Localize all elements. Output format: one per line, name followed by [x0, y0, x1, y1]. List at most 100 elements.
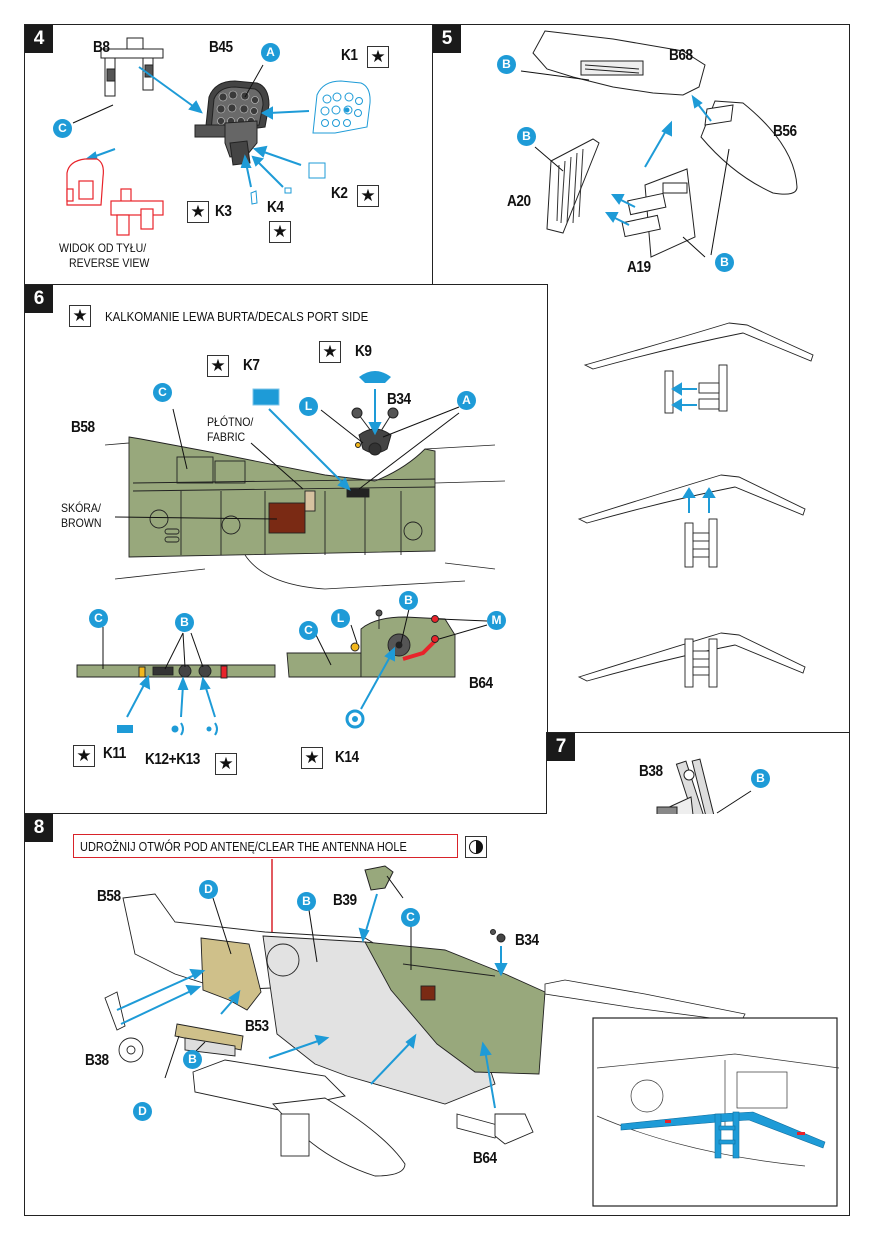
- part-label-b34: B34: [387, 391, 411, 408]
- part-b58-strip: [76, 664, 276, 679]
- decal-star-icon: ★: [301, 747, 323, 769]
- step-number: 4: [25, 25, 53, 53]
- part-label-b39: B39: [333, 892, 357, 909]
- decals-port-side-header: KALKOMANIE LEWA BURTA/DECALS PORT SIDE: [105, 309, 369, 324]
- step-4-panel: 4: [24, 24, 434, 286]
- part-label-b68: B68: [669, 47, 693, 64]
- step-6-panel: 6 ★ KALKOMANIE LEWA BURTA/DECALS PORT SI…: [24, 284, 548, 814]
- callout-b: B: [399, 591, 418, 610]
- leather-pad: [268, 502, 306, 534]
- decal-k14: [345, 709, 365, 729]
- decal-label-k4: K4: [267, 199, 284, 216]
- part-label-b8: B8: [93, 39, 110, 56]
- callout-b: B: [297, 892, 316, 911]
- decal-star-icon: ★: [207, 355, 229, 377]
- part-windshield-floor: [192, 1059, 406, 1177]
- step-number: 7: [547, 733, 575, 761]
- step-8-drawing: [104, 859, 840, 1207]
- decal-label-k11: K11: [103, 745, 126, 762]
- part-label-a19: A19: [627, 259, 651, 276]
- decal-k7: [252, 388, 280, 406]
- part-label-a20: A20: [507, 193, 531, 210]
- callout-b: B: [517, 127, 536, 146]
- part-b8: [100, 37, 164, 97]
- callout-b: B: [175, 613, 194, 632]
- part-a19: [621, 168, 696, 258]
- callout-a: A: [457, 391, 476, 410]
- arrows: [268, 389, 382, 491]
- fabric-note-line1: PŁÓTNO/: [207, 415, 254, 429]
- step-6-drawing: [76, 371, 506, 736]
- decal-k3: [250, 190, 258, 205]
- callout-l: L: [331, 609, 350, 628]
- decal-label-k12-k13: K12+K13: [145, 751, 200, 768]
- callout-m: M: [487, 611, 506, 630]
- decal-k11: [117, 725, 133, 733]
- step-number: 5: [433, 25, 461, 53]
- reverse-view-drawing: [66, 158, 164, 236]
- callout-a: A: [261, 43, 280, 62]
- antenna-hole-warning: UDROŻNIJ OTWÓR POD ANTENĘ/CLEAR THE ANTE…: [73, 834, 459, 858]
- part-label-b64: B64: [469, 675, 493, 692]
- cockpit-rear-panel: [200, 937, 262, 1011]
- decal-k12: [171, 722, 184, 736]
- half-circle-paint-icon: [465, 836, 487, 858]
- part-b58-sidewall: [128, 436, 436, 558]
- part-label-b53: B53: [245, 1018, 269, 1035]
- antenna-hole-warning-text: UDROŻNIJ OTWÓR POD ANTENĘ/CLEAR THE ANTE…: [80, 840, 407, 854]
- part-b34: [490, 929, 506, 943]
- decal-label-k1: K1: [341, 47, 358, 64]
- part-b64: [286, 609, 456, 678]
- arrows-sequence: [671, 382, 716, 513]
- decal-label-k7: K7: [243, 357, 260, 374]
- callout-b: B: [497, 55, 516, 74]
- fabric-part: [304, 490, 316, 512]
- part-label-b38: B38: [639, 763, 663, 780]
- callout-b: B: [183, 1050, 202, 1069]
- decal-star-icon: ★: [73, 745, 95, 767]
- arrows: [605, 94, 712, 226]
- part-c-green-sidewall: [364, 941, 546, 1075]
- part-label-b56: B56: [773, 123, 797, 140]
- decal-label-k14: K14: [335, 749, 359, 766]
- part-label-b45: B45: [209, 39, 233, 56]
- decal-label-k9: K9: [355, 343, 372, 360]
- inset-detail-view: [592, 1017, 840, 1207]
- decal-star-icon: ★: [269, 221, 291, 243]
- highlighted-spar: [620, 1111, 826, 1159]
- part-b68: [532, 30, 706, 96]
- part-label-b64: B64: [473, 1150, 497, 1167]
- callout-b: B: [715, 253, 734, 272]
- decal-star-icon: ★: [357, 185, 379, 207]
- callout-c: C: [89, 609, 108, 628]
- callout-b: B: [751, 769, 770, 788]
- decal-star-icon: ★: [187, 201, 209, 223]
- decal-label-k3: K3: [215, 203, 232, 220]
- callout-c: C: [299, 621, 318, 640]
- leather-note-line1: SKÓRA/: [61, 501, 101, 515]
- decal-star-icon: ★: [319, 341, 341, 363]
- wing-spar-sequence: [577, 322, 814, 688]
- decal-label-k2: K2: [331, 185, 348, 202]
- reverse-view-note-line1: WIDOK OD TYŁU/: [59, 241, 147, 255]
- part-a20: [546, 138, 600, 234]
- decal-star-icon: ★: [215, 753, 237, 775]
- part-b64: [456, 1113, 534, 1145]
- part-b45: [194, 80, 270, 166]
- part-b34: [351, 407, 399, 456]
- decal-k1: [312, 80, 371, 134]
- fabric-note-line2: FABRIC: [207, 430, 246, 444]
- step-number: 6: [25, 285, 53, 313]
- leather-note-line2: BROWN: [61, 516, 102, 530]
- decal-k2: [308, 162, 326, 179]
- part-label-b58: B58: [71, 419, 95, 436]
- part-b56: [700, 100, 798, 195]
- decal-k13: [206, 722, 218, 736]
- callout-c: C: [401, 908, 420, 927]
- fuselage-tail-section: [544, 979, 746, 1023]
- part-label-b34: B34: [515, 932, 539, 949]
- callout-c: C: [153, 383, 172, 402]
- decal-star-icon: ★: [69, 305, 91, 327]
- part-label-b58: B58: [97, 888, 121, 905]
- part-b39: [364, 865, 394, 891]
